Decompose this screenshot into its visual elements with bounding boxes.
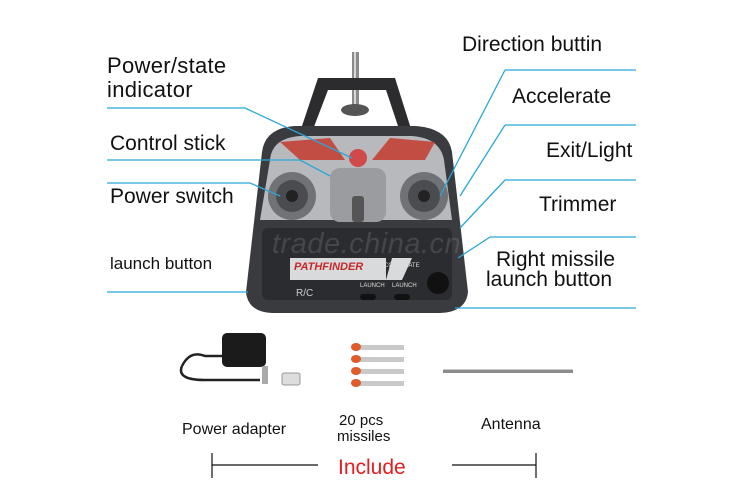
- include-label: Include: [338, 456, 406, 479]
- right-stick-icon: [400, 172, 448, 220]
- direction-button-label: Direction buttin: [462, 33, 603, 56]
- antenna-label: Antenna: [481, 416, 541, 433]
- right-launch-button-icon: [394, 294, 410, 300]
- left-stick-icon: [268, 172, 316, 220]
- center-panel: [330, 149, 386, 222]
- power-switch-label: Power switch: [110, 185, 234, 208]
- power-adapter-label: Power adapter: [182, 421, 287, 438]
- watermark: trade.china.cn: [272, 228, 462, 260]
- power-state-indicator-label: Power/state indicator: [107, 53, 227, 102]
- left-launch-button-label: launch button: [110, 254, 213, 273]
- trimmer-label: Trimmer: [539, 193, 617, 216]
- controller-brand: PATHFINDER: [294, 261, 364, 273]
- right-missile-launch-label: Right missile launch button: [486, 248, 616, 291]
- include-bracket: [211, 453, 537, 478]
- right-missile-button-icon: [427, 272, 449, 294]
- controller-rc-label: R/C: [296, 288, 314, 299]
- controller-accelerate-label: ACCELERATE: [380, 263, 420, 269]
- callout-lines: [107, 69, 636, 309]
- missiles-label: 20 pcs missiles: [337, 412, 391, 445]
- control-stick-label: Control stick: [110, 132, 226, 155]
- accelerate-label: Accelerate: [512, 85, 612, 108]
- power-adapter-icon: [179, 333, 301, 386]
- left-launch-button-icon: [360, 294, 376, 300]
- controller-launch-right: LAUNCH: [392, 283, 417, 289]
- controller-launch-left: LAUNCH: [360, 283, 385, 289]
- antenna-accessory-icon: [443, 369, 573, 373]
- missiles-icon: [351, 343, 404, 387]
- exit-light-label: Exit/Light: [546, 139, 633, 162]
